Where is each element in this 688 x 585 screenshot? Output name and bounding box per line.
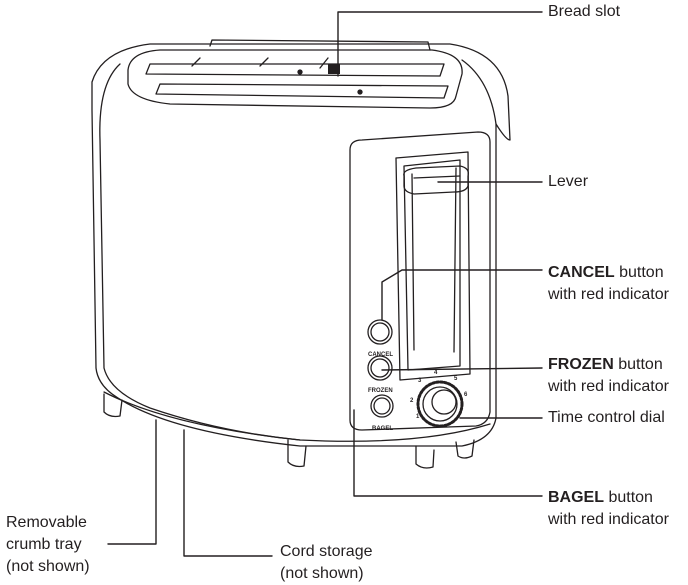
- cancel-button-label: CANCEL button: [548, 262, 664, 284]
- bagel-bold: BAGEL: [548, 489, 604, 506]
- frozen-panel-label: FROZEN: [368, 388, 393, 394]
- cancel-panel-label: CANCEL: [368, 352, 393, 358]
- dial-mark-6: 6: [464, 392, 468, 398]
- dial-mark-3: 3: [418, 378, 422, 384]
- frozen-button-label: FROZEN button: [548, 354, 663, 376]
- time-dial-label: Time control dial: [548, 409, 665, 426]
- cancel-indicator-label: with red indicator: [548, 286, 669, 303]
- crumb-tray-label-2: crumb tray: [6, 536, 82, 553]
- frozen-rest: button: [613, 356, 663, 373]
- bagel-panel-label: BAGEL: [372, 426, 393, 432]
- cord-storage-label-2: (not shown): [280, 565, 364, 582]
- bagel-rest: button: [604, 489, 653, 506]
- toaster-body: [91, 43, 511, 447]
- side-control-panel: [349, 131, 491, 431]
- time-control-dial: [416, 380, 464, 428]
- lever-label: Lever: [548, 173, 589, 190]
- cancel-rest: button: [614, 264, 664, 281]
- bagel-button-shape: [370, 394, 394, 418]
- bread-slot-label: Bread slot: [548, 3, 621, 20]
- base-line: [103, 391, 491, 442]
- dial-mark-4: 4: [434, 370, 438, 376]
- lever: [403, 165, 469, 195]
- dial-mark-2: 2: [410, 398, 414, 404]
- cancel-button-shape: [367, 319, 393, 345]
- dial-mark-1: 1: [416, 414, 420, 420]
- cancel-bold: CANCEL: [548, 264, 615, 281]
- frozen-button-shape: [367, 355, 393, 381]
- dial-mark-5: 5: [454, 376, 458, 382]
- crumb-tray-label-3: (not shown): [6, 558, 90, 575]
- crumb-tray-label-1: Removable: [6, 514, 87, 531]
- callout-lines: [107, 11, 543, 557]
- toaster-feet: [103, 393, 475, 469]
- frozen-indicator-label: with red indicator: [548, 378, 669, 395]
- bagel-indicator-label: with red indicator: [548, 511, 669, 528]
- bagel-button-label: BAGEL button: [548, 487, 653, 509]
- cord-storage-label-1: Cord storage: [280, 543, 373, 560]
- frozen-bold: FROZEN: [548, 356, 614, 373]
- bread-slot-top: [127, 39, 463, 109]
